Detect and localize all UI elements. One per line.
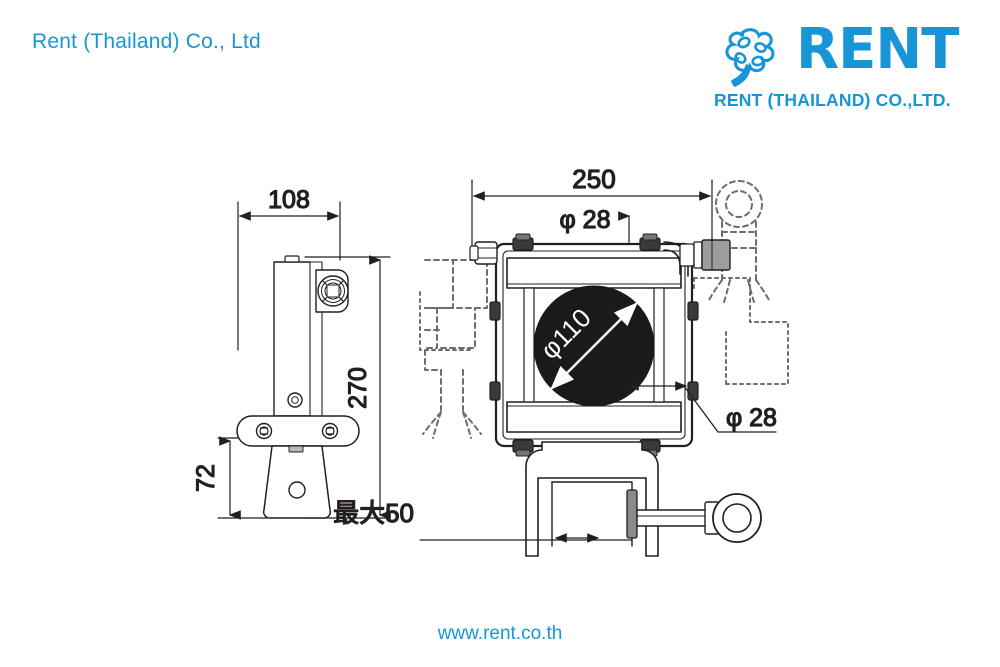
dim-72 — [217, 436, 269, 520]
logo-wordmark: RENT — [796, 17, 959, 82]
dim-phi28-right-label: φ 28 — [726, 404, 777, 432]
side-hub-fitting — [315, 269, 349, 313]
drawing-canvas: 108 270 72 — [191, 163, 789, 557]
side-top-nub — [284, 255, 300, 263]
dashed-alt-frame-right — [693, 277, 789, 385]
clover-flower-logo-icon — [725, 28, 775, 87]
clamp-screw-pad — [626, 489, 638, 539]
front-bottom-bar — [506, 401, 682, 433]
dashed-alt-eyebolt-right — [707, 180, 771, 303]
logo-subtitle: RENT (THAILAND) CO.,LTD. — [714, 90, 951, 110]
front-view: 250 φ 28 — [332, 163, 789, 557]
dim-max50-label: 最大50 — [333, 498, 414, 528]
technical-drawing: 108 270 72 — [0, 150, 1000, 570]
clamp-screw-shaft — [636, 509, 712, 527]
dim-270-label: 270 — [344, 367, 372, 409]
dim-phi110-arrow — [550, 302, 638, 390]
front-lug-left-lower — [489, 381, 501, 401]
page-title: Rent (Thailand) Co., Ltd — [32, 30, 261, 53]
side-view: 108 270 72 — [191, 185, 391, 520]
dim-max50 — [419, 533, 633, 543]
side-bolt-right — [321, 422, 339, 440]
front-rail-left — [523, 287, 535, 403]
side-flange-plate — [236, 415, 360, 447]
dashed-alt-bracket-left — [422, 259, 488, 439]
front-bolt-top-left — [512, 233, 534, 251]
dim-phi28-right — [626, 381, 777, 433]
front-frame-inner — [502, 250, 686, 440]
front-lug-right-upper — [687, 301, 699, 321]
dim-108-label: 108 — [268, 186, 310, 214]
footer-website-url[interactable]: www.rent.co.th — [437, 623, 563, 644]
dim-250-label: 250 — [572, 164, 615, 194]
side-clamp-foot — [262, 445, 332, 519]
front-lug-left-upper — [489, 301, 501, 321]
dashed-alt-frame-left — [419, 289, 471, 351]
side-bolt-left — [255, 422, 273, 440]
front-bolt-bottom-left — [512, 439, 534, 457]
front-shaft-left — [469, 241, 498, 265]
brand-logo: RENT RENT (THAILAND) CO.,LTD. — [704, 22, 972, 118]
dim-108 — [237, 201, 341, 351]
dim-phi28-top-label: φ 28 — [560, 206, 611, 234]
front-c-clamp — [525, 441, 762, 557]
dim-72-label: 72 — [192, 464, 220, 492]
front-bolt-top-right — [639, 233, 661, 251]
front-nozzle-right — [663, 239, 731, 277]
front-rail-right — [653, 287, 665, 403]
